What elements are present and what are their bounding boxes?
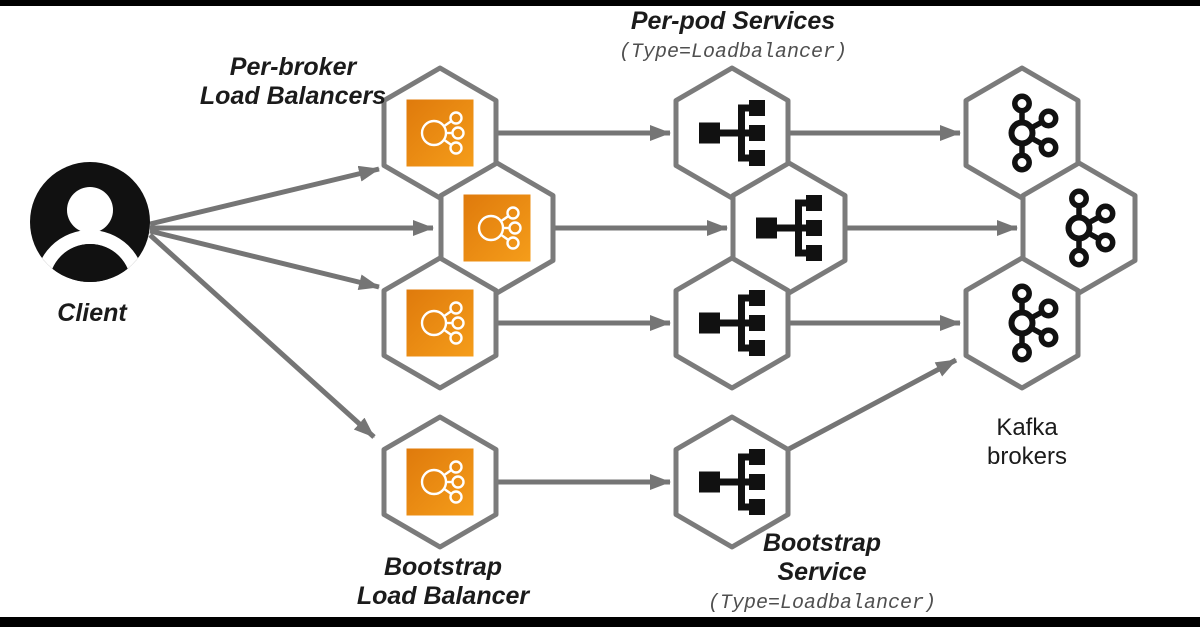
bootstrap-service-label-line1: Bootstrap xyxy=(762,529,882,557)
arrow-client-to-lb-1 xyxy=(149,165,380,227)
arrow-client-to-lb-3 xyxy=(149,228,380,291)
bootstrap-lb-label-line2: Load Balancer xyxy=(356,582,530,610)
per-broker-lb-label: Per-broker Load Balancers xyxy=(200,53,386,111)
top-letterbox-bar xyxy=(0,0,1200,6)
bootstrap-service-label-type: (Type=Loadbalancer) xyxy=(707,592,937,615)
arrow-bootstrap-service-to-broker-3 xyxy=(785,357,958,453)
load-balancer-icon xyxy=(405,447,475,517)
arrow-client-to-bootstrap-lb xyxy=(148,233,376,439)
bootstrap-lb-node xyxy=(384,417,496,547)
per-pod-services-label-title: Per-pod Services xyxy=(630,7,836,35)
bootstrap-service-label: Bootstrap Service (Type=Loadbalancer) xyxy=(708,529,936,616)
kafka-brokers-label-line1: Kafka xyxy=(996,414,1058,441)
per-pod-services-label: Per-pod Services (Type=Loadbalancer) xyxy=(619,7,847,65)
bootstrap-lb-label: Bootstrap Load Balancer xyxy=(357,553,529,611)
load-balancer-icon xyxy=(405,98,475,168)
bootstrap-service-node xyxy=(676,417,788,547)
kafka-brokers-label-line2: brokers xyxy=(986,443,1068,470)
bootstrap-lb-label-line1: Bootstrap xyxy=(383,553,503,581)
person-icon xyxy=(30,162,150,282)
per-broker-lb-label-line1: Per-broker xyxy=(229,53,357,81)
client-node xyxy=(30,162,150,282)
per-broker-lb-label-line2: Load Balancers xyxy=(199,82,387,110)
load-balancer-icon xyxy=(462,193,532,263)
connector-arrows xyxy=(148,125,1018,490)
kafka-brokers-label: Kafka brokers xyxy=(987,413,1067,471)
bottom-letterbox-bar xyxy=(0,617,1200,627)
load-balancer-icon xyxy=(405,288,475,358)
client-label: Client xyxy=(57,299,127,327)
per-pod-services-label-type: (Type=Loadbalancer) xyxy=(618,41,848,64)
bootstrap-service-label-line2: Service xyxy=(777,558,867,586)
